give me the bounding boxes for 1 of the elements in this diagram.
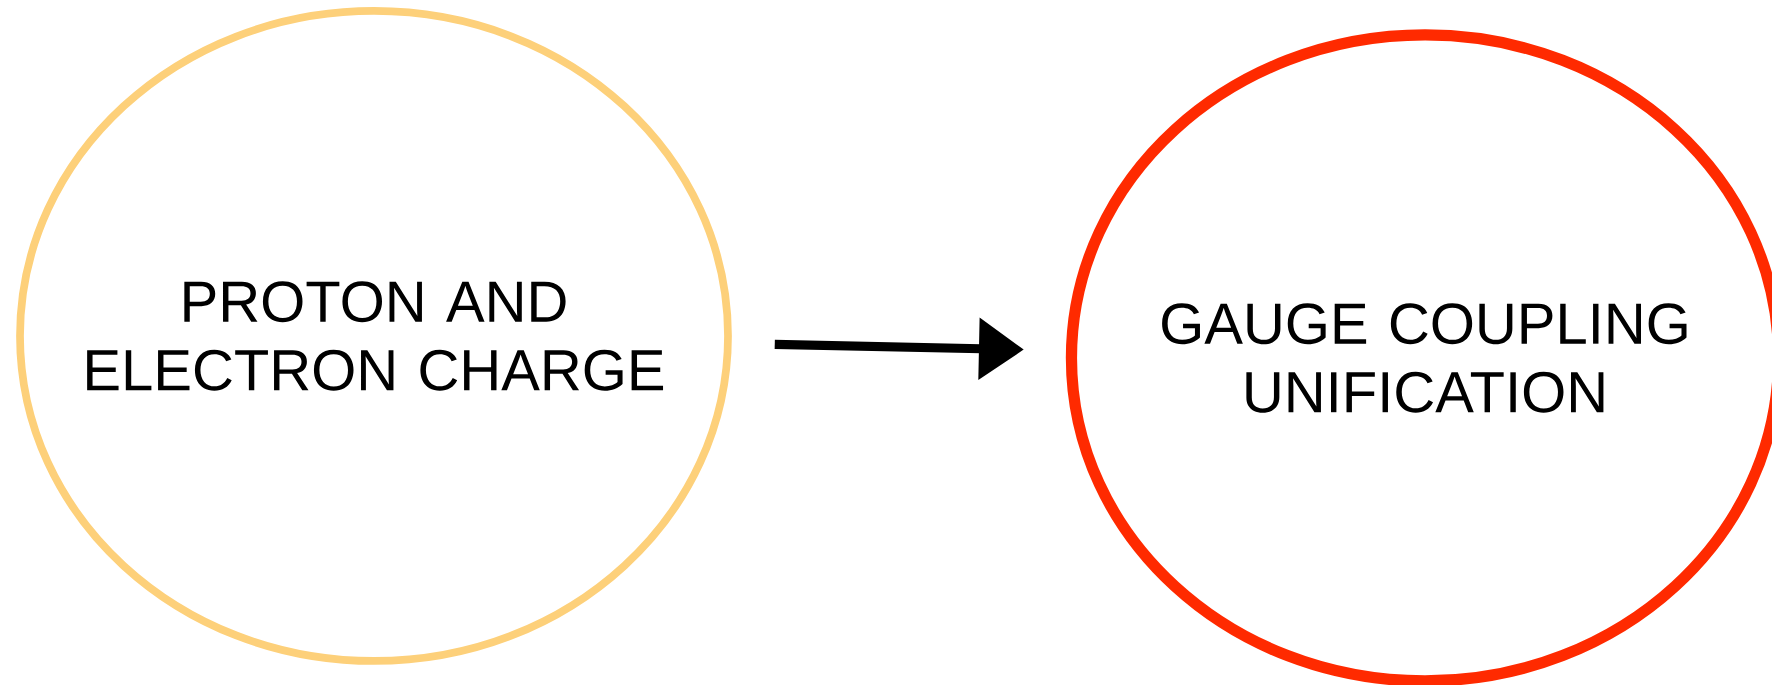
circle-node: PROTON AND ELECTRON CHARGE <box>16 7 732 665</box>
